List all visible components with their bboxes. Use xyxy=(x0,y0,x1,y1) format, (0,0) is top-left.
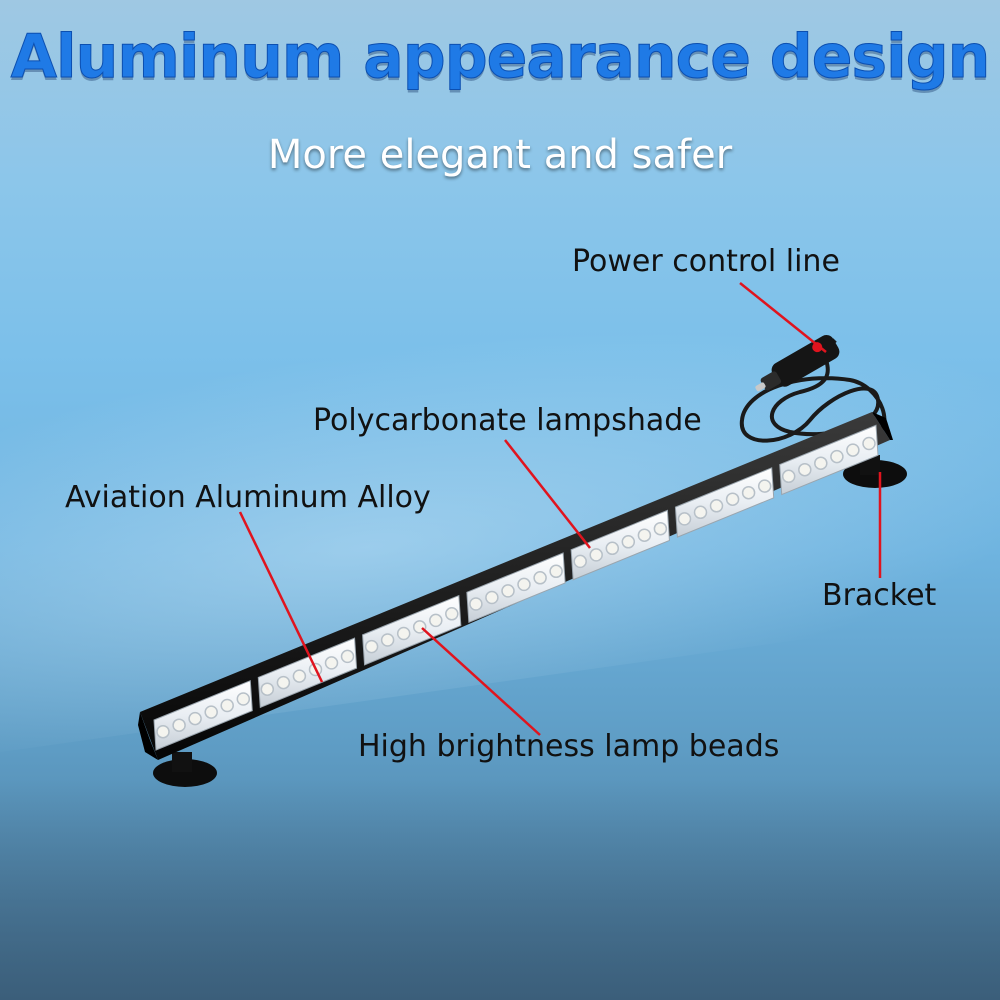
lamp-bead xyxy=(830,449,844,464)
lamp-bead xyxy=(396,626,411,641)
lamp-bead xyxy=(549,564,563,579)
lamp-bead xyxy=(798,462,812,477)
lamp-bead xyxy=(469,597,483,611)
lamp-bead xyxy=(501,584,515,598)
lamp-bead xyxy=(725,492,740,506)
lamp-module xyxy=(674,467,775,538)
bracket-foot-icon xyxy=(153,455,907,787)
lamp-module xyxy=(466,552,566,624)
lamp-bead xyxy=(517,577,531,592)
lamp-bead xyxy=(429,613,443,628)
lamp-module xyxy=(779,424,879,496)
lamp-bead xyxy=(380,633,395,647)
light-bar-image xyxy=(138,412,893,760)
callout-bracket: Bracket xyxy=(822,578,937,613)
lamp-bead xyxy=(781,469,796,484)
leader-lines xyxy=(238,282,882,736)
callout-power-control-line: Power control line xyxy=(572,244,840,279)
lamp-bead xyxy=(364,639,379,654)
subheadline: More elegant and safer xyxy=(267,132,733,178)
lamp-bead xyxy=(220,698,234,713)
lamp-module xyxy=(153,679,253,751)
headline: Aluminum appearance design xyxy=(10,22,991,93)
lamp-bead xyxy=(621,535,636,549)
lamp-bead xyxy=(276,675,291,690)
lamp-bead xyxy=(637,528,652,542)
lamp-bead xyxy=(485,590,499,605)
lamp-module xyxy=(570,509,670,581)
leader-lampshade xyxy=(504,439,591,549)
lamp-bead xyxy=(292,669,307,683)
lamp-bead xyxy=(260,682,275,696)
lamp-module xyxy=(362,594,462,666)
lamp-bead xyxy=(340,649,355,664)
lamp-bead xyxy=(188,711,202,726)
callout-high-brightness-lamp-beads: High brightness lamp beads xyxy=(358,729,780,764)
callout-polycarbonate-lampshade: Polycarbonate lampshade xyxy=(313,403,702,438)
lamp-bead xyxy=(573,554,587,569)
leader-beads xyxy=(421,627,541,736)
lamp-bead xyxy=(814,456,828,470)
lamp-bead xyxy=(589,548,603,562)
lamp-bead xyxy=(324,656,339,670)
lamp-bead xyxy=(236,692,251,706)
lamp-bead xyxy=(156,724,170,739)
lamp-bead xyxy=(204,705,218,719)
callout-aviation-aluminum-alloy: Aviation Aluminum Alloy xyxy=(65,480,431,515)
lamp-bead xyxy=(533,571,547,585)
lamp-bead xyxy=(605,541,620,556)
lamp-bead xyxy=(693,505,708,520)
lamp-module xyxy=(257,637,358,709)
lamp-bead xyxy=(653,521,668,536)
lamp-bead xyxy=(677,512,692,526)
lamp-bead xyxy=(741,485,756,500)
lamp-bead xyxy=(709,499,724,513)
lamp-bead xyxy=(445,607,459,621)
lamp-bead xyxy=(757,479,772,493)
lamp-bead xyxy=(172,718,186,732)
lamp-bead xyxy=(846,443,860,457)
lamp-bead xyxy=(862,436,876,451)
leader-alloy xyxy=(238,511,324,683)
leader-power xyxy=(739,282,827,353)
